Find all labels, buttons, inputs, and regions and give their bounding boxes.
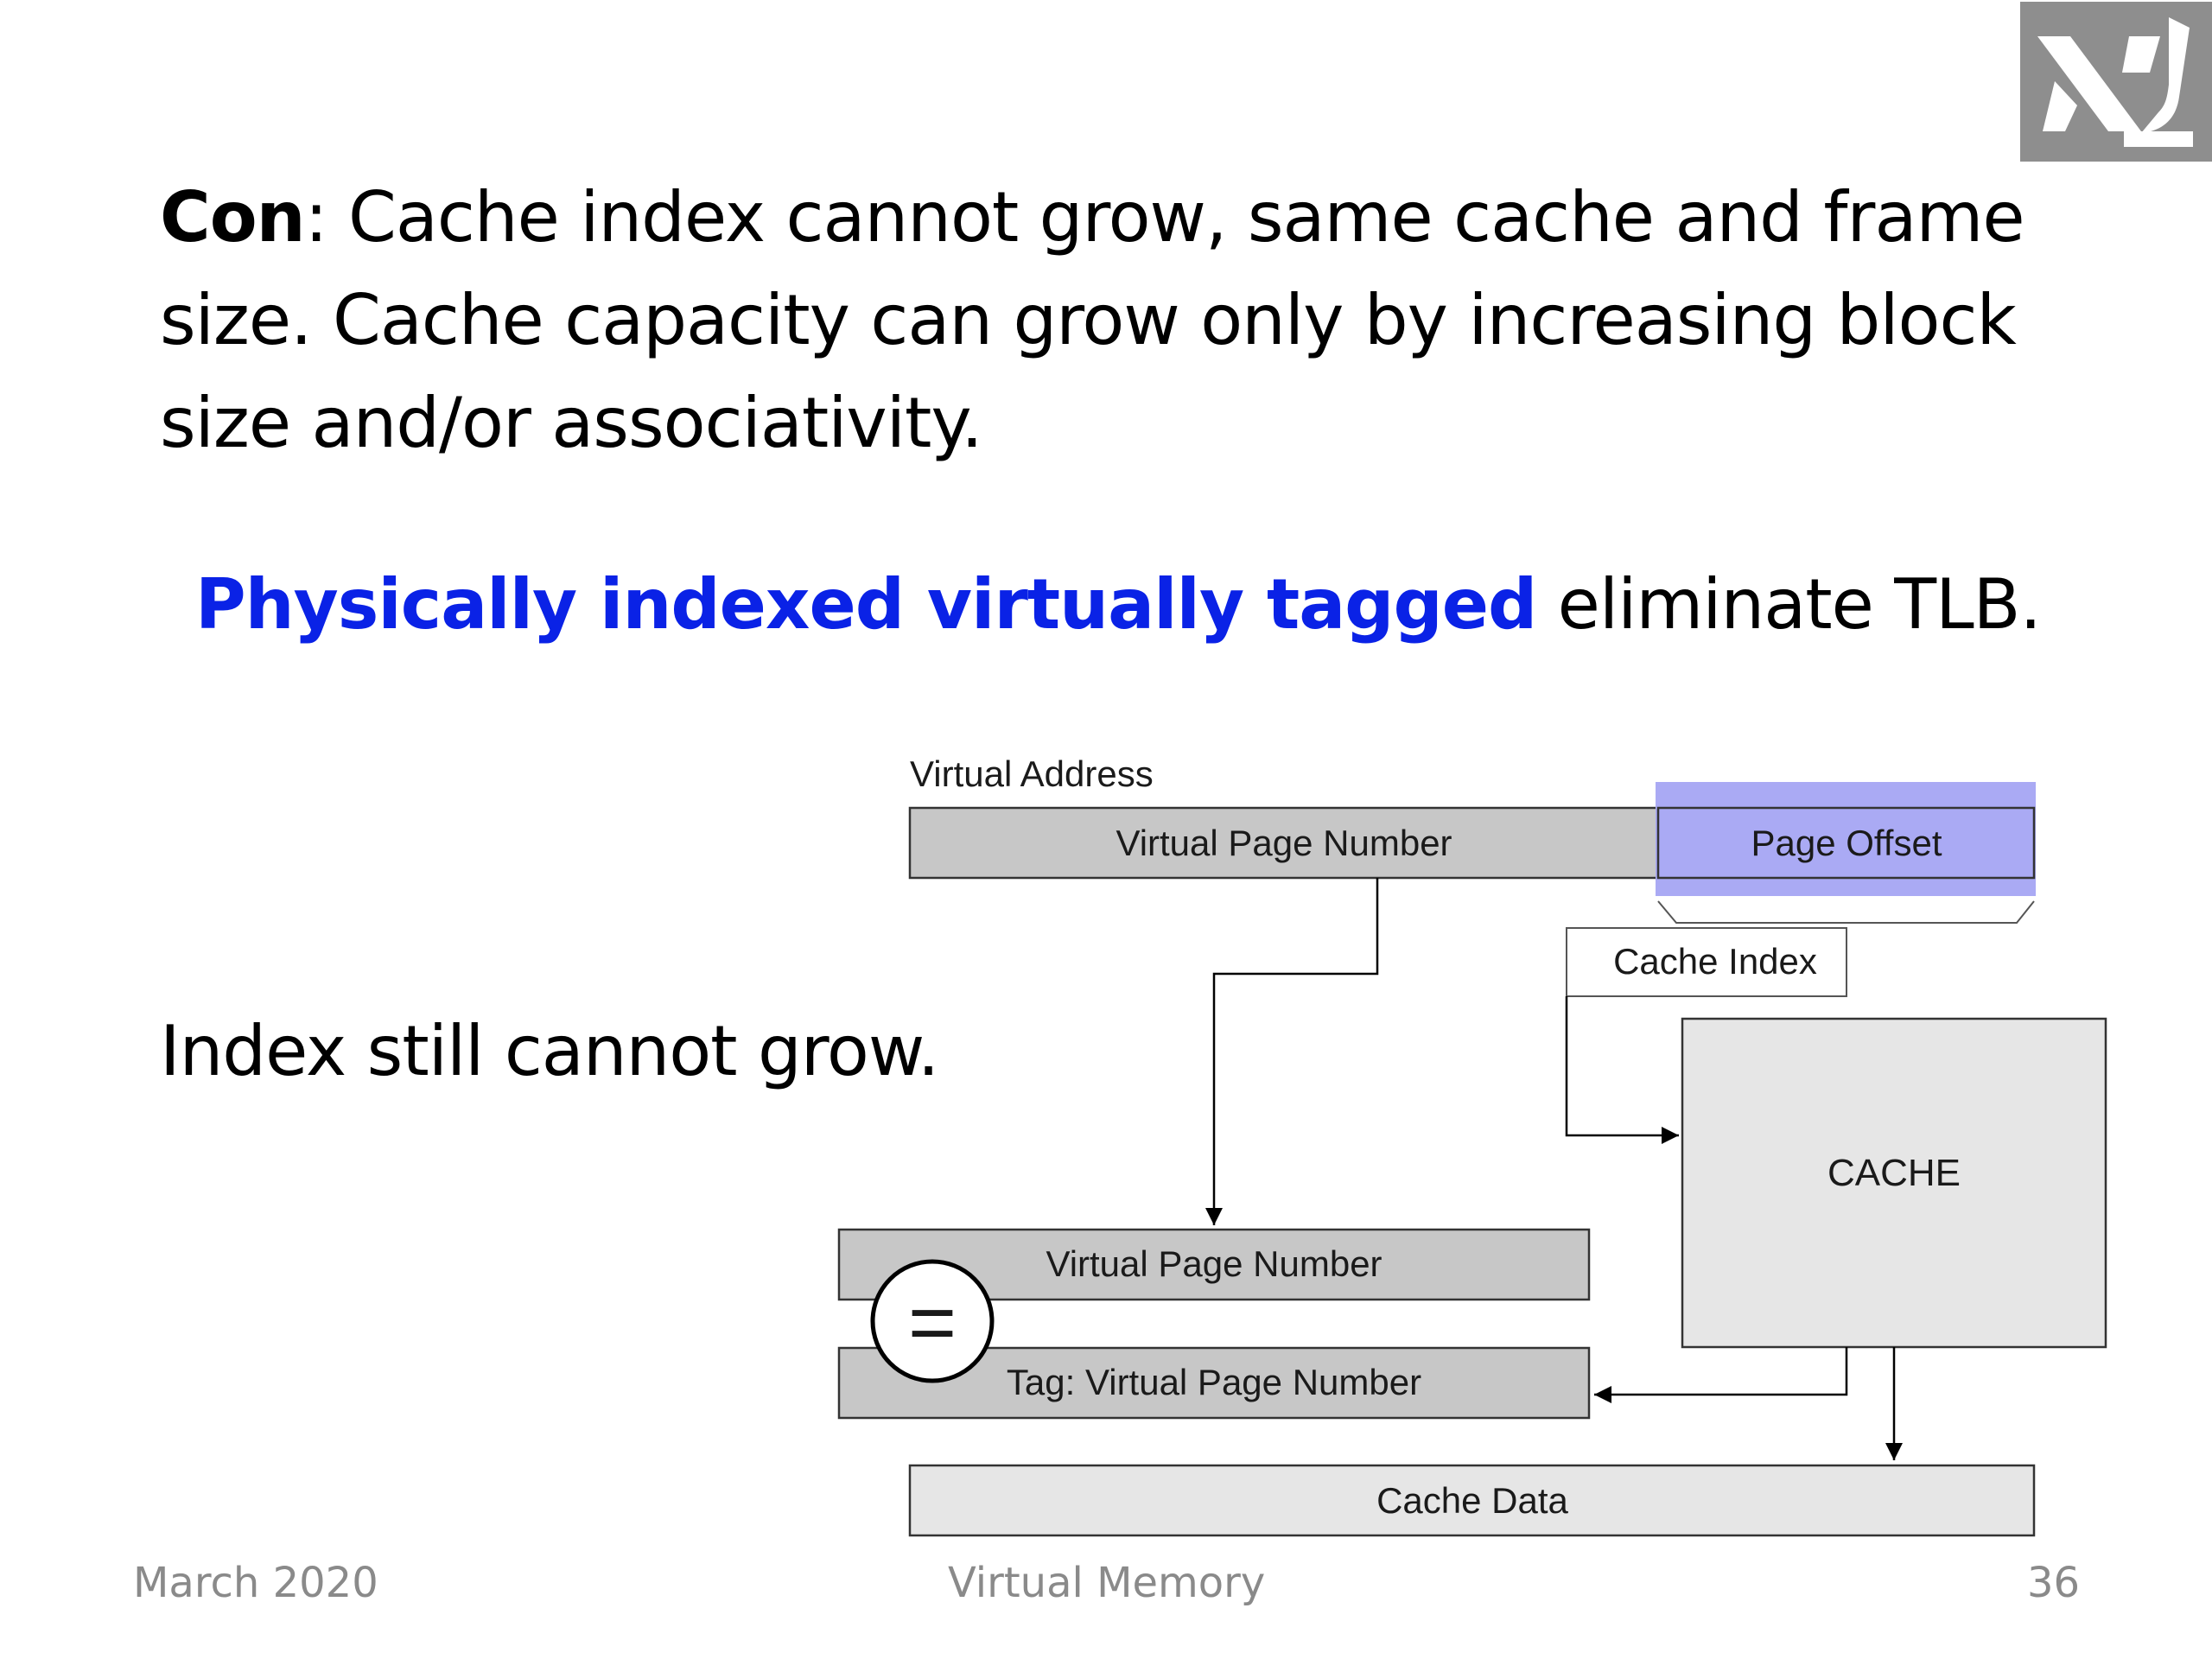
- cache-label: CACHE: [1827, 1152, 1961, 1194]
- footer-date: March 2020: [133, 1559, 378, 1607]
- con-text: : Cache index cannot grow, same cache an…: [160, 177, 2025, 463]
- cache-index-box: [1566, 927, 1847, 997]
- vpn-arrow: [1205, 878, 1379, 1225]
- comparator-symbol: =: [908, 1276, 957, 1369]
- cache-index-arrow: [1565, 996, 1679, 1144]
- cache-index-label: Cache Index: [1613, 941, 1817, 982]
- index-note: Index still cannot grow.: [160, 1011, 939, 1091]
- cache-data-label: Cache Data: [1376, 1480, 1568, 1521]
- virtual-address-label: Virtual Address: [910, 753, 1154, 794]
- comparator-circle: [870, 1259, 995, 1383]
- footer-page-number: 36: [2027, 1559, 2081, 1607]
- vpn-field-label: Virtual Page Number: [1116, 823, 1452, 863]
- cache-to-tag-arrow: [1594, 1347, 1848, 1403]
- con-label: Con: [160, 177, 306, 257]
- cache-box: [1681, 1017, 2107, 1349]
- footer-title: Virtual Memory: [948, 1559, 1266, 1607]
- con-paragraph: Con: Cache index cannot grow, same cache…: [160, 166, 2104, 474]
- pivt-highlight: Physically indexed virtually tagged: [195, 564, 1537, 645]
- tag-label: Tag: Virtual Page Number: [1007, 1362, 1421, 1402]
- pivt-rest: eliminate TLB.: [1536, 564, 2042, 645]
- compare-vpn-label: Virtual Page Number: [1046, 1243, 1382, 1284]
- page-offset-brace: [1657, 900, 2035, 924]
- page-offset-field: [1656, 806, 2036, 880]
- page-offset-label: Page Offset: [1751, 823, 1942, 863]
- pivt-paragraph: Physically indexed virtually tagged elim…: [195, 553, 2042, 656]
- technion-logo-icon: [2020, 2, 2212, 162]
- cache-data-field: [908, 1464, 2036, 1537]
